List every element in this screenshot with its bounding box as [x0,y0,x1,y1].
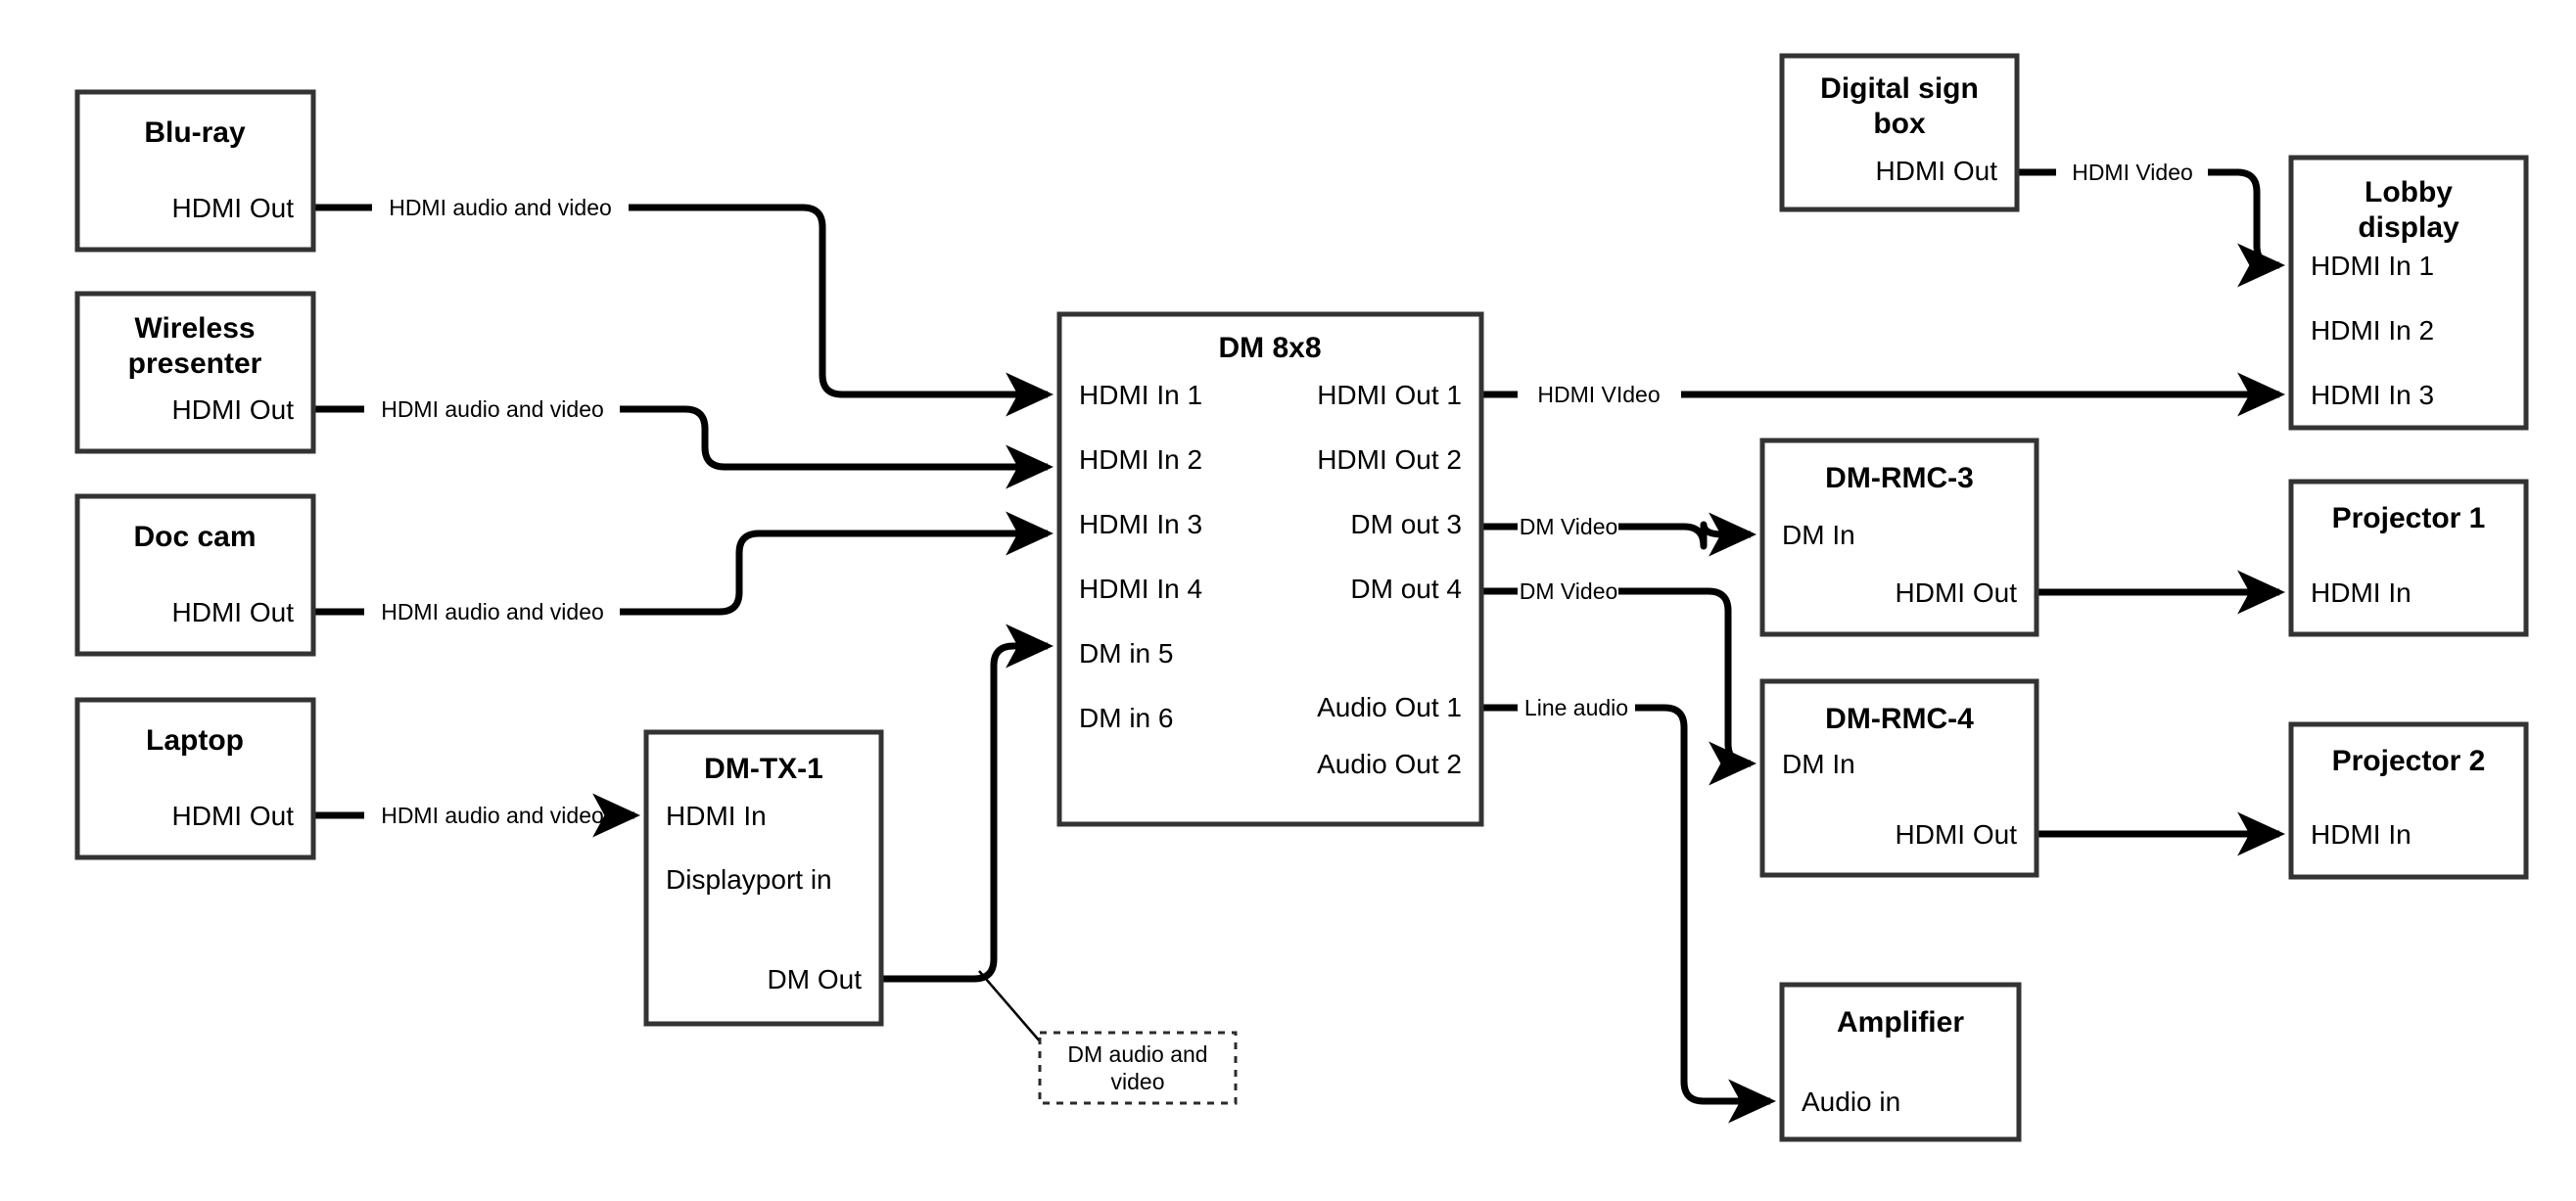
node-laptop-title: Laptop [146,724,244,757]
edge-dm8x8-dmout3-to-dmrmc3: DM Video [1481,514,1751,546]
node-bluray-port-hdmi-out: HDMI Out [172,193,295,223]
node-dm-rmc-4-port-dm-in: DM In [1782,749,1855,779]
node-projector-2-title: Projector 2 [2332,745,2486,777]
edge-digitalsign-to-lobby-hdmi-in-1: HDMI Video [2017,160,2279,265]
node-doc-cam[interactable]: Doc cam HDMI Out [74,493,316,657]
edge-label-doccam: HDMI audio and video [381,599,604,624]
callout-dm-audio-and-video-line2: video [1111,1069,1165,1094]
node-lobby-display-title-line2: display [2358,211,2459,244]
node-dm-8x8-port-dm-out-4: DM out 4 [1350,574,1462,604]
node-wireless-presenter-title-line1: Wireless [134,312,255,345]
node-lobby-display-port-hdmi-in-1: HDMI In 1 [2311,251,2434,281]
node-laptop[interactable]: Laptop HDMI Out [74,697,316,860]
node-dm-rmc-4-title: DM-RMC-4 [1825,703,1974,735]
node-laptop-port-hdmi-out: HDMI Out [172,801,295,831]
node-lobby-display-box[interactable] [2288,155,2529,431]
node-dm-tx-1[interactable]: DM-TX-1 HDMI In Displayport in DM Out [643,729,884,1027]
node-dm-rmc-3[interactable]: DM-RMC-3 DM In HDMI Out [1759,438,2039,637]
node-dm-rmc-3-box[interactable] [1759,438,2039,637]
edge-label-digital-sign: HDMI Video [2072,160,2193,185]
node-wireless-presenter[interactable]: Wireless presenter HDMI Out [74,291,316,454]
edge-label-bluray: HDMI audio and video [389,195,612,220]
node-dm-tx-1-port-dm-out: DM Out [768,964,863,994]
node-dm-8x8-port-hdmi-out-1: HDMI Out 1 [1317,380,1462,410]
node-dm-8x8-port-audio-out-1: Audio Out 1 [1317,692,1462,722]
edge-label-laptop: HDMI audio and video [381,803,604,828]
node-projector-2-port-hdmi-in: HDMI In [2311,819,2412,850]
edge-dmtx1-to-dm8x8-dm-in-5 [881,624,1054,1043]
edge-dm8x8-hdmiout1-to-lobby-hdmi-in-3: HDMI VIdeo [1481,382,2279,407]
node-lobby-display-title-line1: Lobby [2365,176,2453,208]
node-doc-cam-title: Doc cam [133,521,256,553]
node-amplifier[interactable]: Amplifier Audio in [1779,982,2022,1142]
node-dm-8x8-port-hdmi-out-2: HDMI Out 2 [1317,444,1462,475]
node-dm-8x8-box[interactable] [1056,311,1484,827]
edge-label-line-audio: Line audio [1524,695,1628,720]
node-projector-1[interactable]: Projector 1 HDMI In [2288,479,2529,637]
node-lobby-display-port-hdmi-in-2: HDMI In 2 [2311,315,2434,346]
node-dm-tx-1-title: DM-TX-1 [704,753,823,785]
callout-leader-line [978,970,1042,1043]
callout-dm-audio-and-video-box [1038,1031,1238,1105]
node-dm-8x8-port-hdmi-in-3: HDMI In 3 [1079,509,1202,539]
edge-wireless-to-dm8x8-hdmi-in-2: HDMI audio and video [313,396,1048,467]
node-dm-8x8-title: DM 8x8 [1218,332,1321,364]
node-doc-cam-box[interactable] [74,493,316,657]
node-projector-1-box[interactable] [2288,479,2529,637]
node-dm-rmc-3-title: DM-RMC-3 [1825,462,1974,494]
node-dm-rmc-3-port-dm-in: DM In [1782,520,1855,550]
node-lobby-display[interactable]: Lobby display HDMI In 1 HDMI In 2 HDMI I… [2288,155,2529,431]
node-bluray[interactable]: Blu-ray HDMI Out [74,89,316,253]
node-dm-8x8-port-dm-out-3: DM out 3 [1350,509,1462,539]
node-digital-sign-box-title-line2: box [1873,108,1926,140]
node-dm-8x8-port-dm-in-6: DM in 6 [1079,703,1173,733]
node-dm-tx-1-box[interactable] [643,729,884,1027]
node-digital-sign-box-port-hdmi-out: HDMI Out [1876,156,1998,186]
node-projector-1-port-hdmi-in: HDMI In [2311,577,2412,608]
edge-dm8x8-audioout1-to-amplifier: Line audio [1481,695,1770,1101]
node-lobby-display-port-hdmi-in-3: HDMI In 3 [2311,380,2434,410]
node-laptop-box[interactable] [74,697,316,860]
node-wireless-presenter-title-line2: presenter [128,347,262,380]
callout-dm-audio-and-video: DM audio and video [1038,1031,1238,1105]
node-digital-sign-box-box[interactable] [1779,53,2020,212]
callout-dm-audio-and-video-line1: DM audio and [1067,1041,1207,1067]
edge-label-dm-video-4: DM Video [1520,578,1618,604]
node-dm-rmc-4-port-hdmi-out: HDMI Out [1896,819,2018,850]
node-dm-8x8-port-audio-out-2: Audio Out 2 [1317,749,1462,779]
node-dm-rmc-3-port-hdmi-out: HDMI Out [1896,577,2018,608]
edge-dm8x8-dmout4-to-dmrmc4: DM Video [1481,578,1751,763]
node-dm-rmc-4-box[interactable] [1759,678,2039,878]
edge-doccam-to-dm8x8-hdmi-in-3: HDMI audio and video [313,533,1048,624]
node-doc-cam-port-hdmi-out: HDMI Out [172,597,295,627]
node-wireless-presenter-box[interactable] [74,291,316,454]
node-dm-tx-1-port-displayport-in: Displayport in [666,864,832,895]
node-wireless-presenter-port-hdmi-out: HDMI Out [172,394,295,425]
node-digital-sign-box[interactable]: Digital sign box HDMI Out [1779,53,2020,212]
node-dm-rmc-4[interactable]: DM-RMC-4 DM In HDMI Out [1759,678,2039,878]
node-digital-sign-box-title-line1: Digital sign [1820,72,1979,105]
edge-laptop-to-dmtx1-hdmi-in: HDMI audio and video [313,803,634,828]
node-projector-1-title: Projector 1 [2332,502,2486,534]
edge-label-dm-video-3: DM Video [1520,514,1618,539]
node-amplifier-title: Amplifier [1837,1006,1964,1039]
node-dm-8x8-port-dm-in-5: DM in 5 [1079,638,1173,669]
node-projector-2-box[interactable] [2288,721,2529,880]
node-amplifier-box[interactable] [1779,982,2022,1142]
edge-label-wireless: HDMI audio and video [381,396,604,422]
node-amplifier-port-audio-in: Audio in [1802,1086,1900,1117]
node-dm-8x8[interactable]: DM 8x8 HDMI In 1 HDMI In 2 HDMI In 3 HDM… [1056,311,1484,827]
edge-bluray-to-dm8x8-hdmi-in-1: HDMI audio and video [313,195,1048,394]
node-dm-8x8-port-hdmi-in-1: HDMI In 1 [1079,380,1202,410]
node-projector-2[interactable]: Projector 2 HDMI In [2288,721,2529,880]
node-dm-tx-1-port-hdmi-in: HDMI In [666,801,767,831]
node-bluray-title: Blu-ray [144,116,246,149]
edge-label-hdmi-video-lobby: HDMI VIdeo [1537,382,1660,407]
node-dm-8x8-port-hdmi-in-4: HDMI In 4 [1079,574,1202,604]
node-bluray-box[interactable] [74,89,316,253]
node-dm-8x8-port-hdmi-in-2: HDMI In 2 [1079,444,1202,475]
